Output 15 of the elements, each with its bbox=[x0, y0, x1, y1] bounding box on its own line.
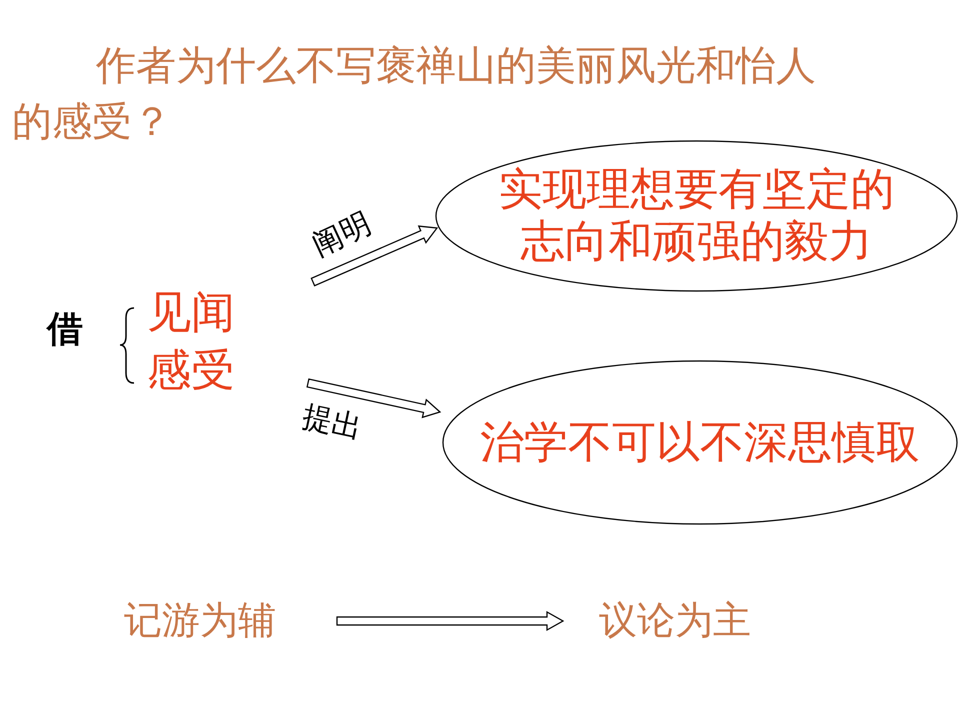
hollow-arrow bbox=[306, 378, 442, 418]
edge-label: 提出 bbox=[300, 402, 364, 444]
title: 作者为什么不写褒禅山的美丽风光和怡人的感受？ bbox=[12, 42, 817, 147]
node-text: 记游为辅 bbox=[124, 596, 276, 644]
ellipse-node bbox=[435, 140, 958, 292]
node-text: 实现理想要有坚定的志向和顽强的毅力 bbox=[498, 164, 896, 268]
hollow-arrow bbox=[336, 610, 564, 632]
hollow-arrow bbox=[310, 225, 438, 286]
ellipse-node bbox=[442, 360, 958, 525]
node-text: 见闻 bbox=[147, 286, 235, 340]
node-text: 议论为主 bbox=[599, 596, 751, 644]
edge-label: 阐明 bbox=[308, 208, 376, 262]
node-text: 感受 bbox=[147, 344, 235, 398]
node-text: 借 bbox=[47, 308, 83, 352]
node-text: 治学不可以不深思慎取 bbox=[479, 416, 921, 470]
